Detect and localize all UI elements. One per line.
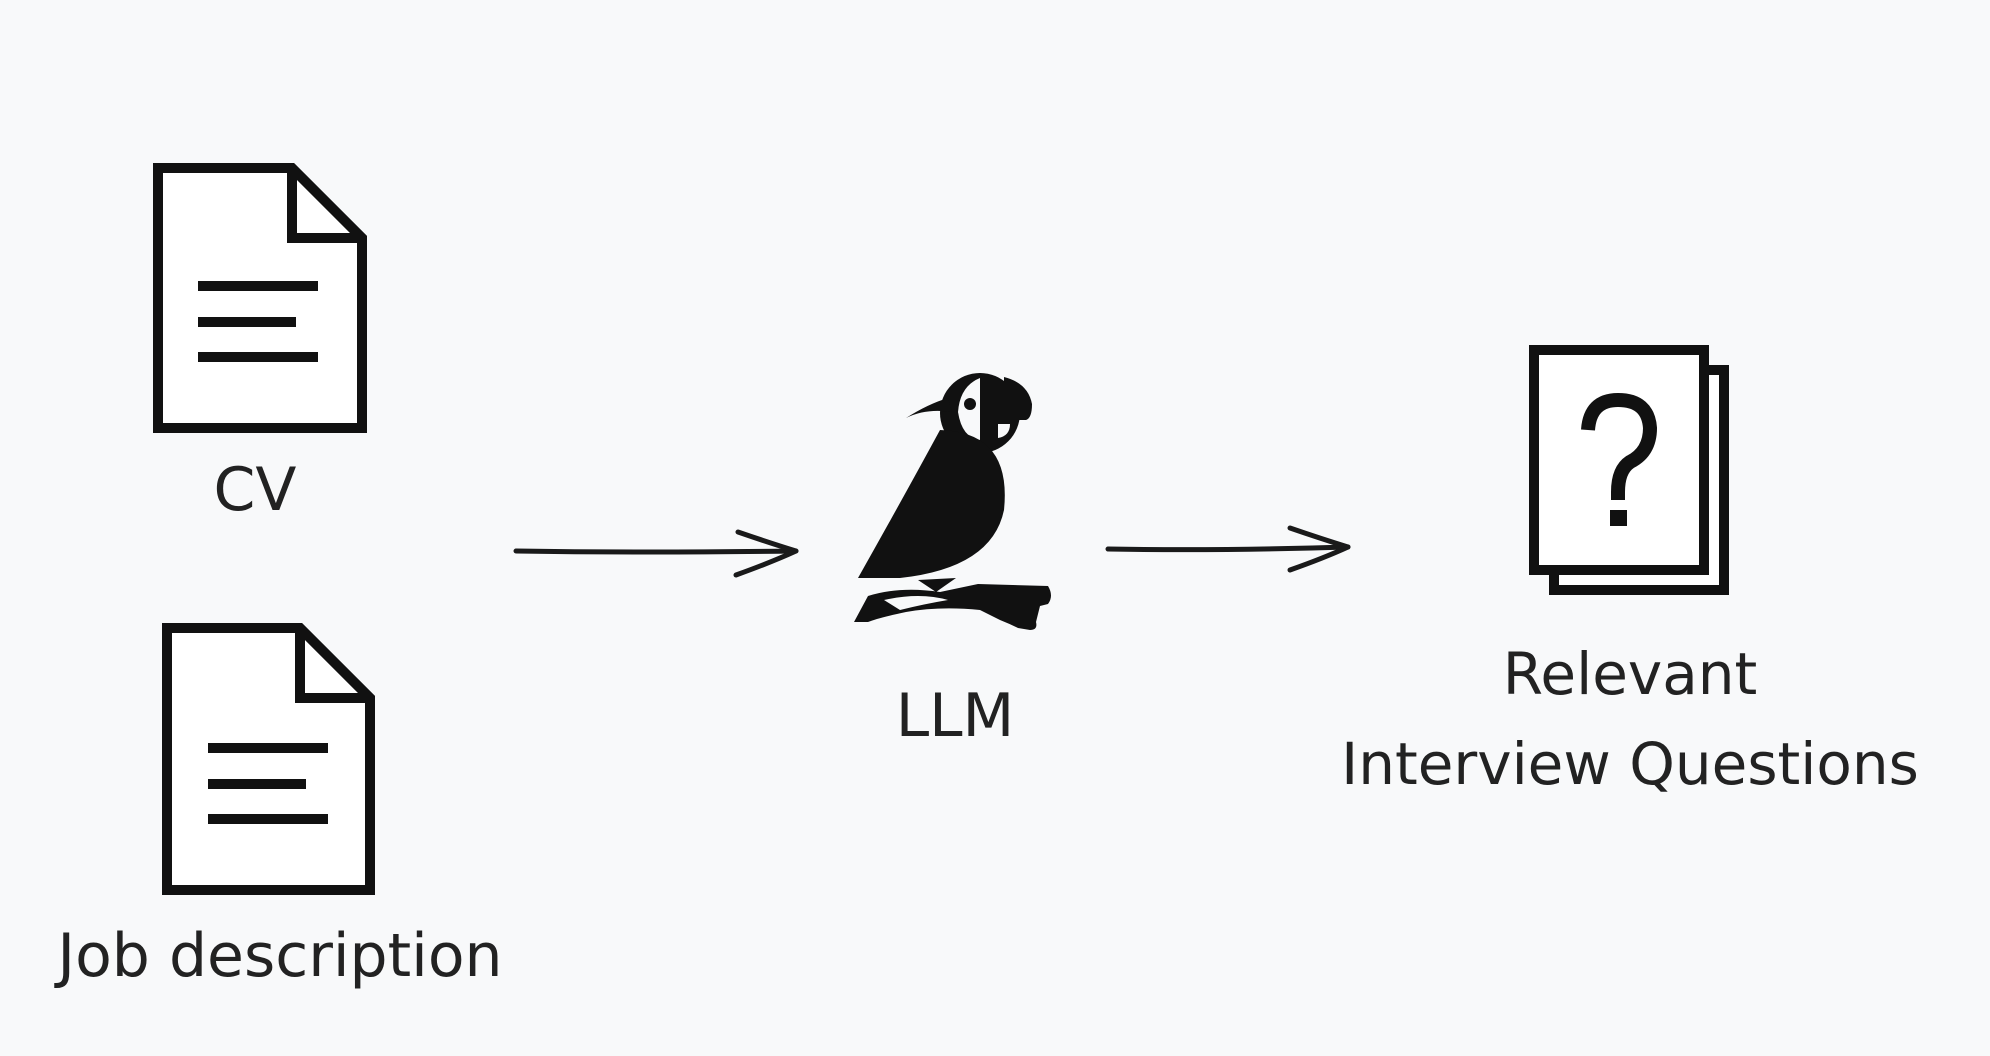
- llm-label: LLM: [895, 681, 1015, 751]
- output-label: Relevant Interview Questions: [1290, 630, 1970, 810]
- job-description-label: Job description: [57, 921, 503, 991]
- puffin-bird-icon: [854, 373, 1051, 630]
- cv-label: CV: [213, 455, 297, 525]
- arrow-llm-to-output: [1105, 525, 1351, 573]
- job-description-document-icon: [162, 623, 375, 895]
- cv-document-icon: [153, 163, 367, 433]
- output-label-line1: Relevant: [1502, 640, 1758, 708]
- output-label-line2: Interview Questions: [1341, 729, 1919, 798]
- question-document-stack-icon: [1529, 345, 1729, 595]
- arrow-inputs-to-llm: [513, 529, 799, 578]
